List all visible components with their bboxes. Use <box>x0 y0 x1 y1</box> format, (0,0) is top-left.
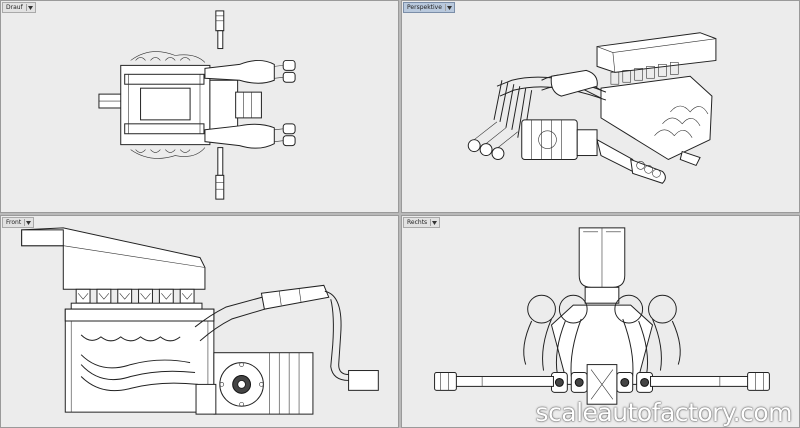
viewport-top[interactable]: Drauf <box>0 0 399 213</box>
chevron-down-icon[interactable] <box>444 4 453 11</box>
viewport-front[interactable]: Front <box>0 215 399 428</box>
viewport-tab-perspective[interactable]: Perspektive <box>403 2 455 13</box>
viewport-label: Front <box>6 219 22 226</box>
viewport-tab-right[interactable]: Rechts <box>403 217 441 228</box>
viewport-tab-front[interactable]: Front <box>2 217 35 228</box>
engine-perspective-drawing <box>467 32 717 184</box>
engine-front-drawing <box>21 227 379 415</box>
viewport-tab-top[interactable]: Drauf <box>2 2 36 13</box>
viewport-label: Drauf <box>6 4 23 11</box>
viewport-perspective[interactable]: Perspektive <box>401 0 800 213</box>
viewport-right[interactable]: Rechts <box>401 215 800 428</box>
chevron-down-icon[interactable] <box>25 4 34 11</box>
engine-right-drawing <box>434 227 770 405</box>
chevron-down-icon[interactable] <box>24 219 32 226</box>
viewport-label: Rechts <box>407 219 428 226</box>
viewport-label: Perspektive <box>407 4 442 11</box>
engine-top-drawing <box>98 10 296 200</box>
chevron-down-icon[interactable] <box>430 219 438 226</box>
watermark: scaleautofactory.com <box>535 398 793 427</box>
